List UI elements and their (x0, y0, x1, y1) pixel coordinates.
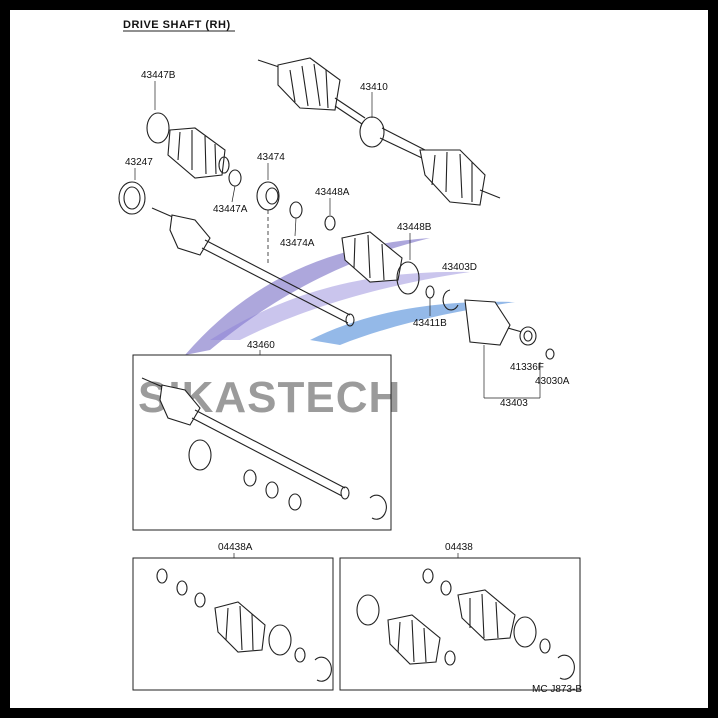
part-43448A-clamp: 43448A (315, 187, 350, 231)
label-43460: 43460 (247, 340, 275, 351)
part-43448B-boot: 43448B (341, 222, 432, 295)
label-43030A: 43030A (535, 376, 570, 387)
label-04438A: 04438A (218, 542, 253, 553)
part-43474-bearing: 43474 43474A (256, 152, 315, 265)
diagram-frame: DRIVE SHAFT (RH) SIKASTECH 43410 43447B … (10, 10, 708, 708)
label-43403D: 43403D (442, 262, 477, 273)
box-04438A: 04438A (132, 542, 334, 691)
part-43403D-43411B: 43403D 43411B 41336F 43030A 43403 (413, 262, 570, 409)
part-43447B-boot-set: 43447B 43447A (141, 70, 248, 215)
label-43411B: 43411B (413, 318, 447, 329)
box-43460: 43460 (132, 340, 392, 531)
diagram-title: DRIVE SHAFT (RH) (123, 19, 231, 31)
label-43403: 43403 (500, 398, 528, 409)
label-41336F: 41336F (510, 362, 544, 373)
parts-diagram: DRIVE SHAFT (RH) SIKASTECH 43410 43447B … (118, 19, 582, 695)
label-43447B: 43447B (141, 70, 176, 81)
label-43247: 43247 (125, 157, 153, 168)
label-43410: 43410 (360, 82, 388, 93)
label-04438: 04438 (445, 542, 473, 553)
label-43447A: 43447A (213, 204, 248, 215)
footer-code: MC J873-B (532, 684, 582, 695)
part-43410-shaft: 43410 (257, 57, 501, 206)
label-43448B: 43448B (397, 222, 432, 233)
part-43247-ring: 43247 (118, 157, 153, 215)
label-43474A: 43474A (280, 238, 315, 249)
part-shaft-inner (151, 207, 355, 327)
label-43448A: 43448A (315, 187, 350, 198)
box-04438: 04438 (339, 542, 581, 691)
label-43474: 43474 (257, 152, 285, 163)
